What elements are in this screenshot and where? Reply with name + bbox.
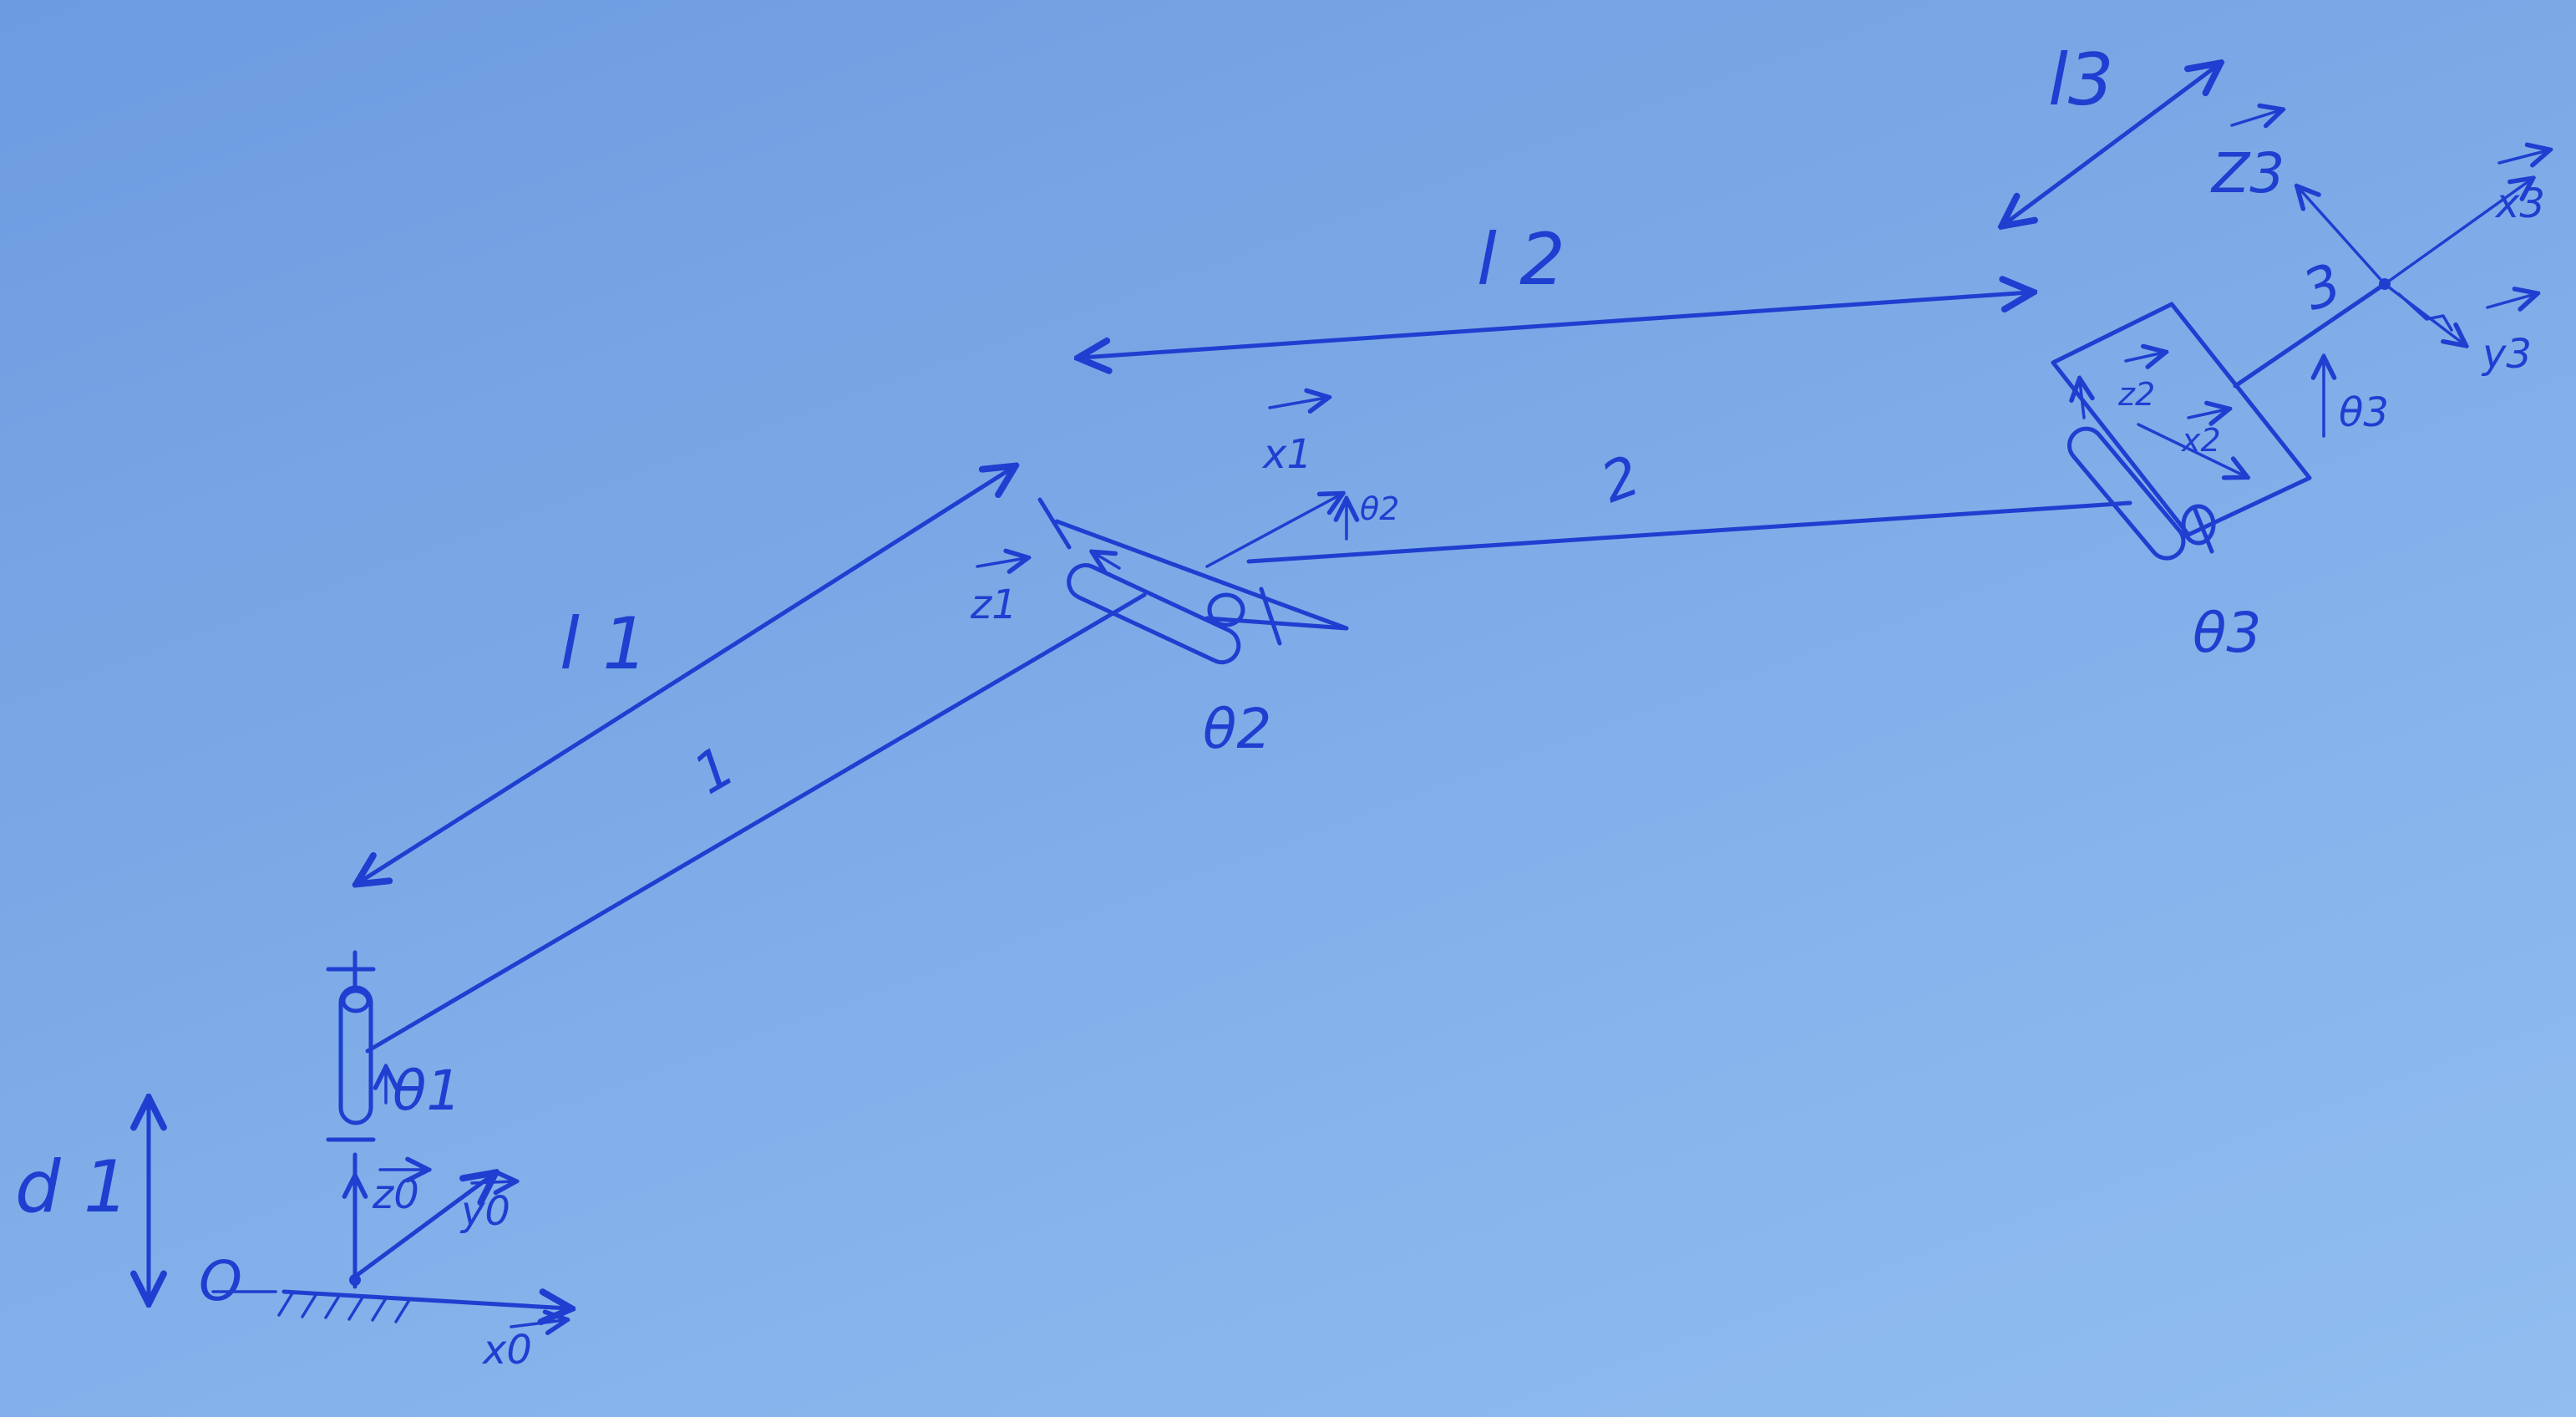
joint-2-tick-a	[1037, 497, 1072, 550]
theta1-label: θ1	[393, 1059, 461, 1123]
z1-label: z1	[970, 582, 1017, 628]
y0-label: y0	[459, 1188, 510, 1235]
z2-label: z2	[2117, 376, 2155, 413]
z0-label: z0	[372, 1171, 419, 1218]
joint-2-plate-side	[1204, 616, 1349, 631]
y3-vector-mark	[2486, 294, 2535, 307]
ground-base	[211, 1152, 568, 1323]
l3-label: l3	[2048, 38, 2114, 122]
joint-3-tick	[2193, 507, 2214, 554]
x3-vector-mark	[2497, 150, 2548, 163]
origin-label: O	[199, 1249, 242, 1313]
theta3-small-label: θ3	[2339, 389, 2389, 436]
joint-3	[2051, 302, 2324, 561]
joint-2	[1037, 495, 1349, 665]
origin-dot	[349, 1274, 361, 1286]
x0-vector-mark	[510, 1320, 565, 1327]
link-2-label: 2	[1593, 443, 1648, 516]
z2-axis-arrow	[2080, 381, 2084, 419]
link-2	[1246, 500, 2132, 564]
z3-vector-mark	[2230, 110, 2280, 125]
z3-label: Z3	[2210, 141, 2284, 206]
link-3-label: 3	[2295, 251, 2350, 323]
joint-2-tick-b	[1259, 587, 1282, 646]
joint-1-cylinder	[338, 985, 373, 1125]
y0-vector-mark	[470, 1181, 514, 1183]
l1-label: l 1	[560, 602, 648, 686]
ground-hatching	[277, 1292, 411, 1323]
l3-dimension-arrow	[2005, 65, 2218, 224]
z1-axis-arrow	[1094, 553, 1121, 568]
y0-axis-arrow	[352, 1175, 493, 1279]
theta2-label: θ2	[1203, 697, 1271, 761]
joint-1-cylinder-cap	[341, 988, 371, 1013]
end-frame-scribble	[2397, 292, 2453, 332]
z1-vector-mark	[976, 558, 1026, 566]
link-3	[2233, 282, 2387, 389]
l2-label: l 2	[1477, 218, 1565, 302]
link-1-label: 1	[683, 734, 746, 807]
x1-axis-arrow	[1205, 495, 1341, 568]
joint-2-plate-top	[1054, 519, 1349, 631]
theta2-small-label: θ2	[1360, 490, 1399, 527]
x0-axis-arrow	[281, 1292, 568, 1308]
y3-label: y3	[2481, 331, 2532, 378]
labels: d 1 O z0 y0 x0 θ1 l 1 1 z1 x1 θ2 θ2 l 2 …	[15, 38, 2548, 1374]
x1-vector-mark	[1268, 398, 1326, 408]
l1-dimension-arrow	[359, 468, 1012, 882]
joint-2-cylinder-cap	[1207, 592, 1245, 627]
x2-vector-mark	[2187, 409, 2227, 418]
end-frame	[2299, 180, 2531, 344]
d1-label: d 1	[15, 1145, 129, 1229]
x1-label: x1	[1261, 431, 1312, 478]
x2-label: x2	[2181, 422, 2221, 459]
x3-axis-arrow	[2383, 180, 2531, 286]
joint-3-cylinder	[2067, 426, 2186, 561]
y3-axis-arrow	[2383, 282, 2464, 344]
theta3-label: θ3	[2193, 601, 2261, 665]
joint-1	[326, 950, 386, 1142]
joint-3-cylinder-cap	[2181, 504, 2216, 546]
x0-label: x0	[481, 1327, 532, 1374]
x3-label: x3	[2494, 180, 2545, 227]
z2-vector-mark	[2124, 353, 2163, 361]
l2-dimension-arrow	[1082, 292, 2030, 358]
joint-3-housing	[2051, 302, 2312, 537]
z3-axis-arrow	[2299, 188, 2386, 286]
joint-2-cylinder	[1067, 563, 1241, 665]
link-1	[365, 592, 1147, 1054]
x2-axis-arrow	[2137, 423, 2245, 476]
